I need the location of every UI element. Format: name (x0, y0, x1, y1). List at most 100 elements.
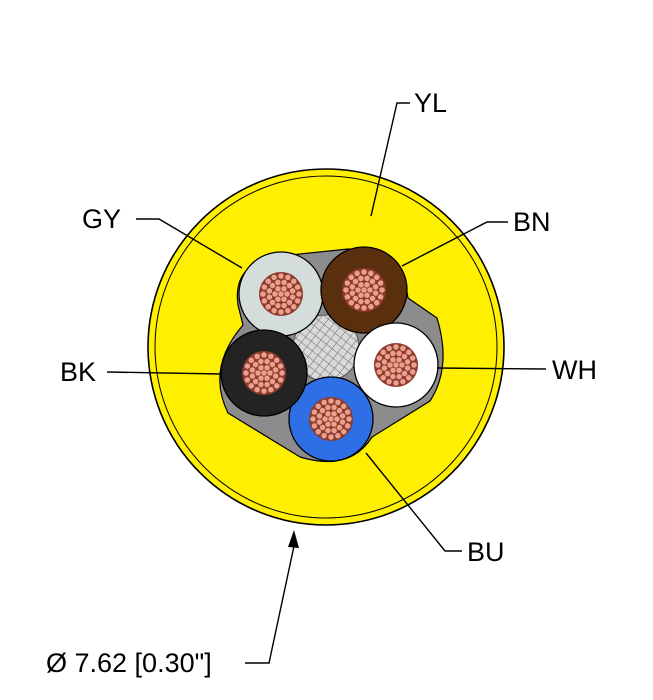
copper-strand (257, 364, 265, 372)
copper-strand (339, 412, 347, 420)
copper-strand (320, 432, 328, 440)
copper-strand (357, 298, 365, 306)
copper-strand (295, 290, 303, 298)
copper-strand (330, 410, 338, 418)
copper-strand (319, 424, 326, 431)
copper-strand (389, 356, 397, 364)
copper-strand (344, 422, 352, 430)
copper-strand (321, 415, 329, 423)
copper-strand (360, 268, 368, 276)
copper-strand (248, 366, 256, 374)
copper-strand (267, 352, 275, 360)
copper-strand (375, 368, 383, 376)
copper-strand (374, 361, 382, 369)
copper-strand (363, 291, 371, 299)
copper-strand (273, 356, 281, 364)
copper-strand (252, 361, 259, 368)
copper-strand (273, 382, 281, 390)
copper-strand (401, 370, 408, 377)
copper-strand (392, 379, 400, 387)
copper-strand (260, 351, 268, 359)
dimension-label: Ø 7.62 [0.30"] (46, 648, 212, 678)
copper-strand (405, 348, 413, 356)
copper-strand (379, 374, 387, 382)
copper-strand (336, 424, 343, 431)
copper-strand (405, 374, 413, 382)
conductor-white (353, 322, 439, 408)
copper-strand (310, 408, 318, 416)
leader-bk (106, 371, 222, 375)
jacket-inner-line (154, 175, 498, 519)
copper-strands-gray (259, 272, 303, 316)
copper-strand (252, 378, 259, 385)
copper-strand (345, 415, 353, 423)
copper-strands-blue (309, 397, 353, 441)
copper-strand (263, 364, 271, 372)
copper-strand (347, 273, 355, 281)
conductor-black (220, 329, 308, 417)
copper-strand (320, 398, 328, 406)
copper-strand (384, 370, 391, 377)
copper-strand (340, 428, 348, 436)
copper-strand (253, 386, 261, 394)
copper-strand (259, 290, 267, 298)
copper-strand (378, 286, 386, 294)
copper-strand (269, 282, 276, 289)
copper-strand (348, 283, 356, 291)
copper-strand (377, 279, 385, 287)
copper-strand (330, 403, 338, 411)
copper-strand (385, 344, 393, 352)
copper-strand (347, 299, 355, 307)
copper-strand (363, 281, 371, 289)
copper-strand (263, 374, 271, 382)
copper-strand (277, 308, 285, 316)
copper-strand (399, 344, 407, 352)
copper-strand (342, 286, 350, 294)
copper-strand (384, 353, 391, 360)
copper-strand (253, 352, 261, 360)
copper-strand (242, 369, 250, 377)
copper-strand (264, 277, 272, 285)
copper-strand (270, 273, 278, 281)
copper-strand (353, 303, 361, 311)
copper-strand (372, 283, 380, 291)
copper-strand (260, 283, 268, 291)
copper-strand (363, 274, 371, 282)
copper-strand (369, 278, 376, 285)
copper-strand (377, 293, 385, 301)
conductor-gray (238, 251, 324, 337)
copper-strand (314, 428, 322, 436)
leader-gy (136, 218, 243, 269)
copper-strand (277, 376, 285, 384)
copper-strand (360, 304, 368, 312)
copper-strand (398, 361, 406, 369)
copper-strand (366, 286, 374, 294)
copper-strand (289, 287, 297, 295)
copper-strand (267, 386, 275, 394)
copper-strand (274, 285, 282, 293)
copper-strand (290, 303, 298, 311)
label-gy: GY (82, 204, 121, 234)
copper-strand (277, 272, 285, 280)
copper-strand (336, 407, 343, 414)
copper-strand (353, 269, 361, 277)
copper-strand (310, 422, 318, 430)
copper-strand (277, 362, 285, 370)
conductor-blue (288, 376, 374, 462)
copper-strand (375, 354, 383, 362)
copper-strand (254, 369, 262, 377)
copper-strand (319, 407, 326, 414)
copper-strand (340, 402, 348, 410)
copper-strand (369, 295, 376, 302)
copper-strand (367, 269, 375, 277)
copper-strand (278, 369, 286, 377)
copper-strand (280, 278, 288, 286)
copper-strand (247, 382, 255, 390)
copper-strand (395, 366, 403, 374)
label-wh: WH (552, 355, 597, 385)
copper-strand (354, 286, 362, 294)
copper-strand (309, 415, 317, 423)
copper-strand (269, 361, 276, 368)
copper-strand (386, 361, 394, 369)
